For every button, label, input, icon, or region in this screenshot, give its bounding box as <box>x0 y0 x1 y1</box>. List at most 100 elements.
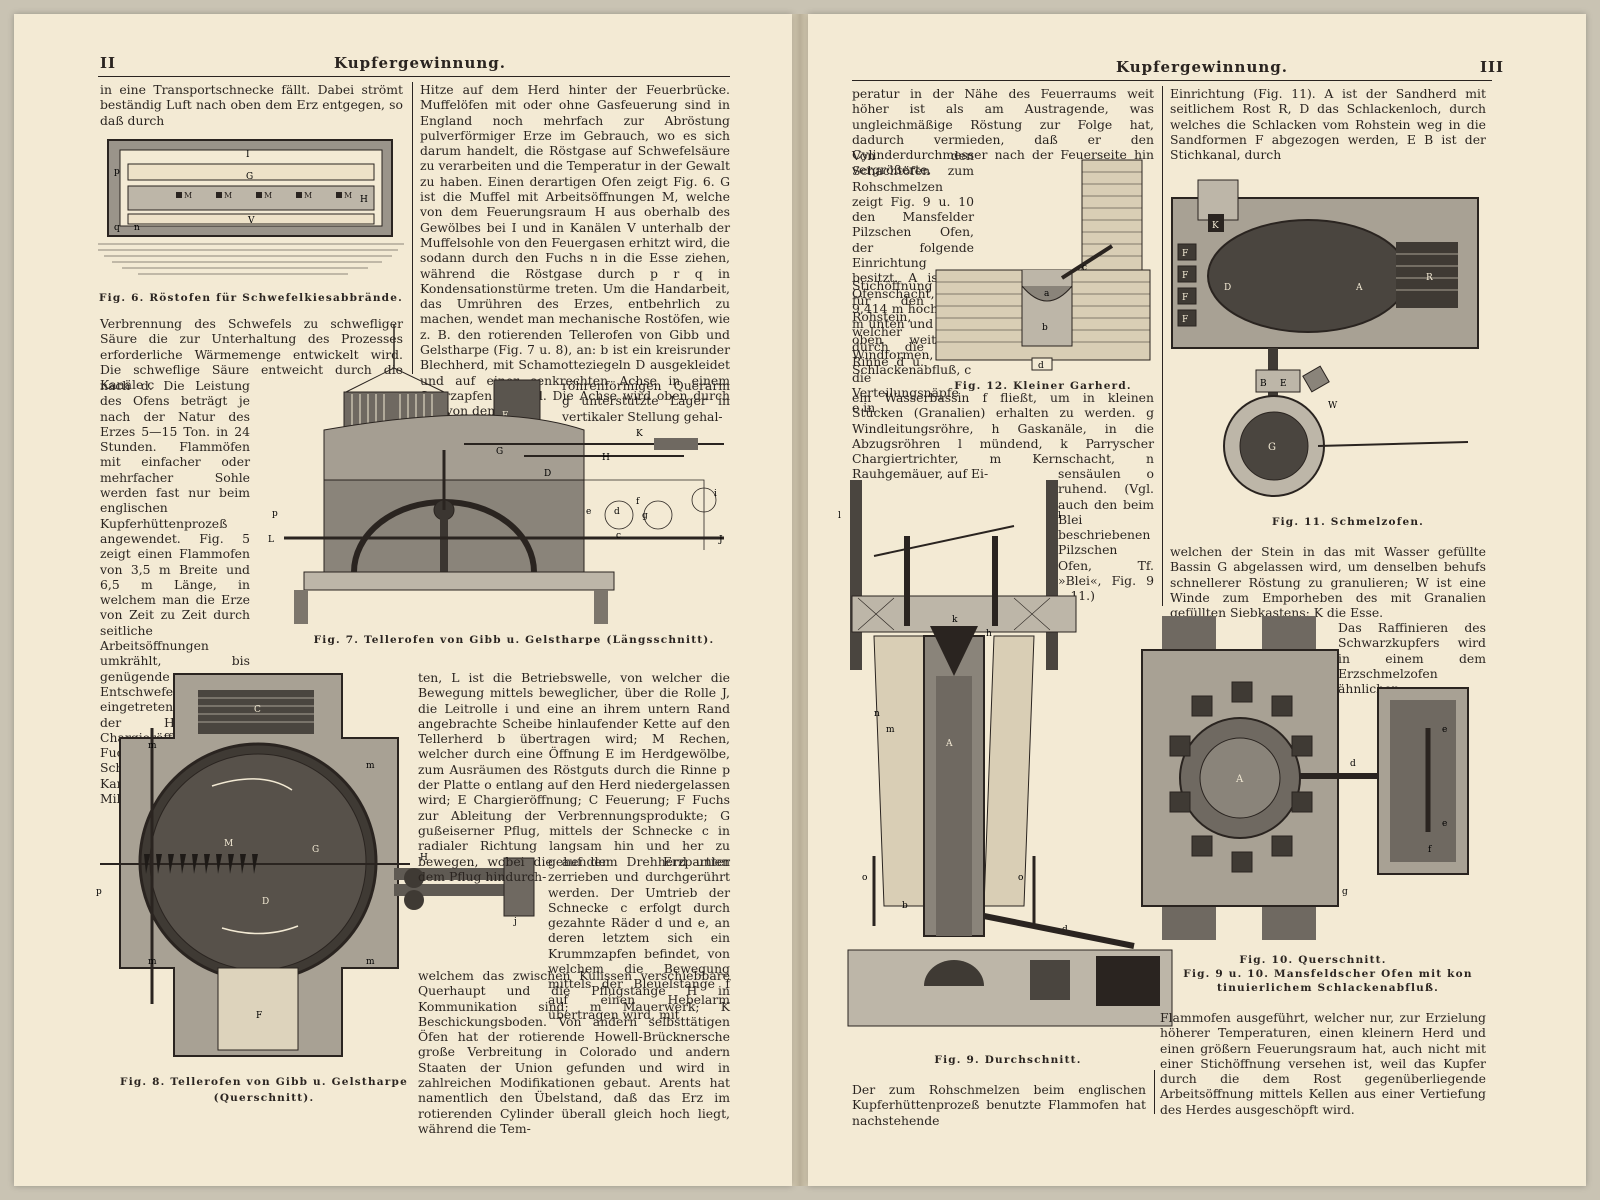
svg-text:G: G <box>1268 442 1276 453</box>
running-head: Kupfergewinnung. <box>1116 58 1288 76</box>
svg-text:g: g <box>642 511 648 521</box>
paragraph: Verbrennung des Schwefels zu schwefliger… <box>100 316 403 393</box>
svg-text:H: H <box>602 453 610 463</box>
figure-12-small-refining-hearth: a b c d <box>932 156 1154 372</box>
svg-text:M: M <box>184 191 192 200</box>
svg-text:p: p <box>272 509 278 519</box>
svg-text:d: d <box>1350 759 1356 769</box>
figure-7-disc-furnace-longitudinal: M E KHG DpL Ji edf cg <box>264 320 734 632</box>
svg-text:e: e <box>1442 725 1447 735</box>
svg-text:V: V <box>247 216 255 226</box>
svg-text:g: g <box>1342 887 1348 897</box>
svg-text:L: L <box>268 535 274 545</box>
svg-text:p: p <box>114 167 120 177</box>
svg-text:J: J <box>718 535 723 545</box>
paragraph: ein Wasserbassin f fließt, um in kleinen… <box>852 390 1154 482</box>
paragraph: Der zum Rohschmelzen beim englischen Kup… <box>852 1082 1146 1128</box>
svg-text:c: c <box>616 531 621 541</box>
svg-text:D: D <box>1224 283 1231 293</box>
svg-text:M: M <box>304 191 312 200</box>
svg-text:A: A <box>1355 283 1363 293</box>
left-page: II Kupfergewinnung. in eine Transportsch… <box>14 14 792 1186</box>
figure-6-roasting-furnace: I G V H p q n M M M M M <box>98 126 404 286</box>
svg-text:f: f <box>1428 845 1432 855</box>
svg-text:f: f <box>636 497 640 507</box>
svg-text:p: p <box>96 887 102 897</box>
paragraph: röhrenförmigen Querarm g unterstützte La… <box>562 378 730 424</box>
svg-text:b: b <box>1042 323 1048 333</box>
column-rule <box>1162 86 1163 606</box>
svg-text:D: D <box>262 897 269 907</box>
svg-text:m: m <box>366 761 375 771</box>
figure-11-caption: Fig. 11. Schmelzofen. <box>1271 516 1425 528</box>
svg-text:F: F <box>1182 315 1188 325</box>
svg-text:M: M <box>224 191 232 200</box>
paragraph: welchem das zwischen Kulissen verschiebb… <box>418 968 730 1136</box>
svg-text:F: F <box>256 1011 262 1021</box>
page-number: II <box>100 54 117 72</box>
svg-text:a: a <box>1044 289 1050 299</box>
header-rule <box>852 80 1492 81</box>
svg-text:n: n <box>134 223 140 233</box>
paragraph: peratur in der Nähe des Feuerraums weit … <box>852 86 1154 178</box>
paragraph: ten, L ist die Betriebswelle, von welche… <box>418 670 730 884</box>
paragraph: Hitze auf dem Herd hinter der Feuerbrück… <box>420 82 730 419</box>
svg-text:m: m <box>366 957 375 967</box>
svg-text:i: i <box>714 489 717 499</box>
svg-text:l: l <box>1058 511 1061 521</box>
column-rule <box>412 82 413 374</box>
figure-12-caption: Fig. 12. Kleiner Garherd. <box>954 380 1132 392</box>
svg-text:E: E <box>1280 379 1287 389</box>
svg-text:h: h <box>986 629 992 639</box>
running-head: Kupfergewinnung. <box>334 54 506 72</box>
svg-text:D: D <box>544 469 551 479</box>
svg-text:A: A <box>945 739 953 749</box>
svg-text:B: B <box>1260 379 1267 389</box>
svg-text:d: d <box>1038 361 1044 371</box>
header-rule <box>98 76 730 77</box>
svg-text:H: H <box>360 195 368 205</box>
svg-text:K: K <box>636 429 643 439</box>
svg-text:q: q <box>114 223 120 233</box>
svg-text:c: c <box>1082 263 1087 273</box>
svg-text:m: m <box>148 957 157 967</box>
svg-text:d: d <box>614 507 620 517</box>
svg-text:M: M <box>264 191 272 200</box>
svg-text:j: j <box>513 917 517 927</box>
book-gutter <box>792 14 808 1186</box>
svg-text:R: R <box>1426 273 1433 283</box>
figure-6-caption: Fig. 6. Röstofen für Schwefelkiesabbränd… <box>99 292 403 304</box>
figure-7-caption: Fig. 7. Tellerofen von Gibb u. Gelstharp… <box>313 634 715 646</box>
svg-text:F: F <box>1182 293 1188 303</box>
svg-text:I: I <box>246 150 250 160</box>
right-page: Kupfergewinnung. III peratur in der Nähe… <box>808 14 1586 1186</box>
svg-text:W: W <box>1328 401 1338 411</box>
figure-8-caption: Fig. 8. Tellerofen von Gibb u. Gelstharp… <box>120 1076 408 1088</box>
svg-text:K: K <box>1212 221 1219 231</box>
paragraph: Das Raffinieren des Schwarzkupfers wird … <box>1338 620 1486 697</box>
figure-9-10-caption: Fig. 9 u. 10. Mansfeldscher Ofen mit kon <box>1183 968 1473 980</box>
svg-text:e: e <box>586 507 591 517</box>
paragraph: Einrichtung (Fig. 11). A ist der Sandher… <box>1170 86 1486 163</box>
svg-text:G: G <box>496 447 503 457</box>
svg-text:G: G <box>312 845 319 855</box>
paragraph: gehenden Erzpartien zerrieben und durchg… <box>548 854 730 1022</box>
paragraph: in eine Transportschnecke fällt. Dabei s… <box>100 82 403 128</box>
svg-text:o: o <box>1018 873 1023 883</box>
figure-8-disc-furnace-cross-section: C mm mm MG DF pH <box>92 668 532 1072</box>
figure-8-caption-continued: (Querschnitt). <box>213 1092 315 1104</box>
svg-text:m: m <box>886 725 895 735</box>
column-rule <box>1154 1070 1155 1114</box>
figure-10-caption: Fig. 10. Querschnitt. <box>1239 954 1387 966</box>
svg-text:l: l <box>838 511 841 521</box>
svg-text:n: n <box>874 709 880 719</box>
svg-text:A: A <box>1235 774 1244 785</box>
paragraph: welchen der Stein in das mit Wasser gefü… <box>1170 544 1486 621</box>
svg-text:G: G <box>246 172 253 182</box>
svg-text:b: b <box>902 901 908 911</box>
svg-text:H: H <box>420 853 428 863</box>
figure-9-10-caption-continued: tinuierlichem Schlackenabfluß. <box>1216 982 1440 994</box>
